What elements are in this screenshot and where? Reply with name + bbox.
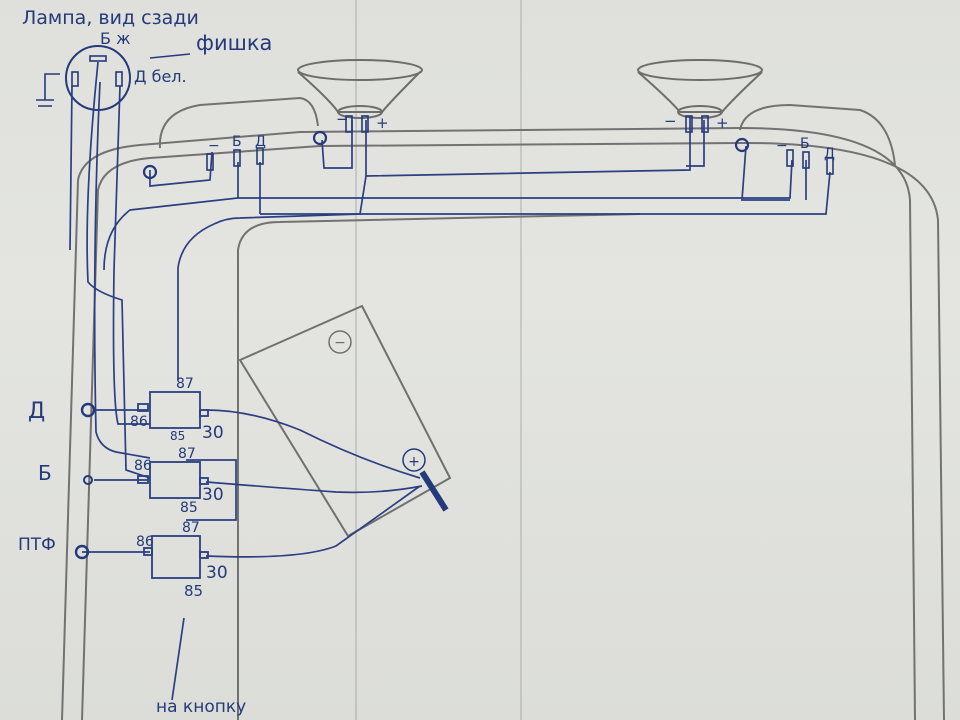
plug-pointer — [149, 53, 191, 59]
right-tail-minus-label: − — [776, 138, 788, 154]
relay-ptf-pin-87: 87 — [182, 520, 200, 536]
lamp-b-label: Б ж — [100, 29, 130, 48]
right-horn-plus-label: + — [716, 114, 729, 132]
relay-d-pin-30: 30 — [202, 423, 224, 443]
terminal-dots — [74, 130, 750, 560]
relay-b-pin-85: 85 — [180, 500, 198, 516]
battery-minus-icon — [328, 330, 352, 354]
battery-plus-label: + — [408, 454, 420, 470]
left-horn-minus-label: − — [336, 110, 349, 128]
relay-b-pin-86: 86 — [134, 458, 152, 474]
relay-ptf-side-label: ПТФ — [18, 535, 56, 555]
relay-ptf-pin-30: 30 — [206, 563, 228, 583]
relay-ptf-pin-85: 85 — [184, 582, 203, 600]
right-horn-icon — [637, 59, 763, 119]
right-tail-d-label: Д — [824, 146, 835, 162]
plug-label: фишка — [196, 31, 272, 55]
left-tail-connector — [206, 115, 369, 171]
relay-d-side-label: Д — [28, 399, 45, 424]
relay-b-pin-87: 87 — [178, 446, 196, 462]
paper-fold-line — [520, 0, 522, 720]
title-label: Лампа, вид сзади — [22, 7, 199, 29]
relay-ptf-pin-86: 86 — [136, 534, 154, 550]
left-tail-minus-label: − — [208, 138, 220, 154]
lamp-socket — [36, 45, 191, 111]
ground-icon — [36, 73, 60, 107]
right-tail-connector — [685, 115, 834, 175]
relay-b-box — [149, 461, 201, 499]
relay-b-side-label: Б — [38, 461, 52, 485]
left-horn-icon — [297, 59, 423, 119]
right-tail-b-label: Б — [800, 136, 810, 152]
battery-minus-label: − — [334, 335, 346, 351]
paper-fold-line — [355, 0, 357, 720]
relay-ptf-box — [151, 535, 201, 579]
relay-d-pin-85: 85 — [170, 429, 185, 443]
relay-d-pin-86: 86 — [130, 414, 148, 430]
relay-d-pin-87: 87 — [176, 376, 194, 392]
button-note-label: на кнопку — [156, 697, 246, 717]
lamp-d-label: Д бел. — [134, 67, 187, 86]
left-tail-d-label: Д — [255, 134, 266, 150]
left-tail-b-label: Б — [232, 134, 242, 150]
left-horn-plus-label: + — [376, 114, 389, 132]
car-body-outline — [61, 96, 945, 720]
right-horn-minus-label: − — [664, 112, 677, 130]
relay-b-pin-30: 30 — [202, 485, 224, 505]
relay-d-box — [149, 391, 201, 429]
battery-terminal-clamp — [419, 470, 449, 512]
battery: − + — [238, 304, 452, 538]
battery-plus-icon — [402, 448, 426, 472]
